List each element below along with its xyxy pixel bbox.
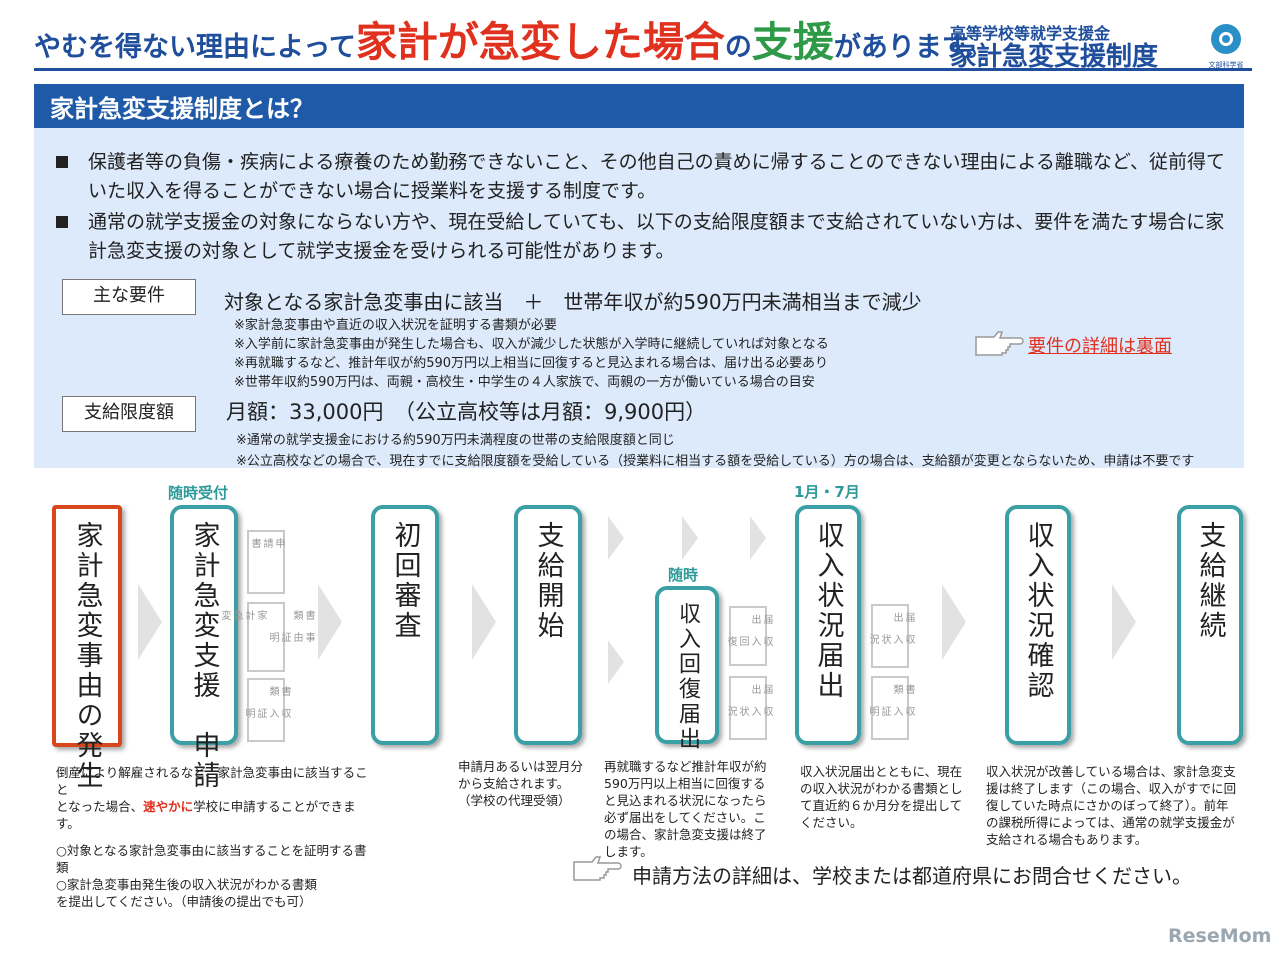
bullet-item: 通常の就学支援金の対象にならない方や、現在受給していても、以下の支給限度額まで支… [56,208,1236,266]
document-income-proof: 書 収 類 入 証 明 [243,678,290,742]
document-label: 書 収 類 入 証 明 [243,686,290,719]
ministry-emblem-icon [1211,24,1241,54]
step-recovery-report: 収入回復届出 [655,586,719,752]
description-income-check: 収入状況が改善している場合は、家計急変支援は終了します（この場合、収入がすでに回… [986,764,1237,847]
details-link[interactable]: 要件の詳細は裏面 [1028,336,1172,357]
description-income-report: 収入状況届出とともに、現在の収入状況がわかる書類として直近約６か月分を提出してく… [800,764,963,830]
document-income-proof: 書 収 類 入 証 明 [867,676,914,740]
step-label: 収入状況届出 [812,521,844,701]
document-recovery-report: 届 収 出 入 回 復 [725,606,772,666]
requirements-label: 主な要件 [62,279,196,315]
headline-part1: やむを得ない理由によって [34,32,356,63]
document-label: 届 収 出 入 状 況 [867,612,914,645]
headline-mid: の [724,32,752,63]
logo-label: 文部科学省 [1208,61,1244,69]
step-label: 収入回復届出 [675,602,700,752]
limit-note: ※公立高校などの場合で、現在すでに支給限度額を受給している（授業料に相当する額を… [236,454,1195,469]
description-line: となった場合、速やかに学校に申請することができます。 [56,798,376,832]
document-application-form: 申 請 書 [247,530,285,594]
main-headline: やむを得ない理由によって家計が急変した場合の支援があります。 [34,20,993,70]
description-line: ○家計急変事由発生後の収入状況がわかる書類 [56,877,317,892]
info-panel [34,128,1244,468]
flow-arrow-icon [608,516,624,560]
headline-green: 支援 [751,18,834,66]
requirements-main: 対象となる家計急変事由に該当 ＋ 世帯年収が約590万円未満相当まで減少 [224,290,922,314]
flow-arrow-icon [608,640,624,684]
description-incident: 倒産により解雇されるなど、家計急変事由に該当すること となった場合、速やかに学校… [56,764,376,910]
flow-arrow-icon [472,584,496,660]
bullet-text: 通常の就学支援金の対象にならない方や、現在受給していても、以下の支給限度額まで支… [88,211,1225,262]
step-application: 家計急変支援 申請 [170,505,238,791]
headline-end: があります。 [833,32,994,63]
pointing-hand-icon [573,856,622,881]
bullet-text: 保護者等の負傷・疾病による療養のため勤務できないこと、その他自己の責めに帰するこ… [88,151,1225,202]
pointing-hand-icon [975,331,1024,356]
requirements-note: ※再就職するなど、推計年収が約590万円以上相当に回復すると見込まれる場合は、届… [234,356,829,371]
requirements-note: ※世帯年収約590万円は、両親・高校生・中学生の４人家族で、両親の一方が働いてい… [234,375,815,390]
step-income-check: 収入状況確認 [1005,505,1071,745]
step-label: 家計急変事由の発生 [71,521,103,791]
headline-red: 家計が急変した場合 [355,18,725,66]
limit-main: 月額：33,000円 （公立高校等は月額：9,900円） [226,400,707,424]
step-label: 支給継続 [1194,521,1226,641]
description-payment-start: 申請月あるいは翌月分から支給されます。（学校の代理受領） [458,759,584,808]
flow-arrow-icon [682,516,698,560]
contact-note: 申請方法の詳細は、学校または都道府県にお問合せください。 [632,864,1192,888]
document-label: 届 収 出 入 回 復 [725,614,772,647]
step-label: 支給開始 [532,521,564,641]
section-heading: 家計急変支援制度とは？ [50,95,314,123]
description-line: 倒産により解雇されるなど、家計急変事由に該当すること [56,765,368,797]
requirements-note: ※入学前に家計急変事由が発生した場合も、収入が減少した状態が入学時に継続していれ… [234,337,829,352]
limit-label: 支給限度額 [62,396,196,432]
description-line: を提出してください。（申請後の提出でも可） [56,894,312,909]
flow-arrow-icon [1112,584,1136,660]
step-label: 収入状況確認 [1022,521,1054,701]
step-label: 家計急変支援 申請 [188,521,220,791]
description-text: となった場合、 [56,799,144,814]
step-payment-start: 支給開始 [514,505,582,745]
bullet-square-icon [56,156,68,168]
tag-months: 1月・7月 [794,483,860,501]
flow-arrow-icon [318,584,342,660]
tag-anytime: 随時 [668,566,699,584]
step-income-report: 収入状況届出 [795,505,861,745]
step-initial-review: 初回審査 [371,505,439,745]
bullet-square-icon [56,216,68,228]
program-name: 家計急変支援制度 [950,42,1159,72]
document-status-report: 届 収 出 入 状 況 [725,676,772,740]
description-text: 学校に申請することができます。 [56,799,356,831]
header-divider [34,68,1252,71]
step-incident: 家計急変事由の発生 [52,505,122,791]
document-incident-proof: 書 事 類 由 証 明 家 計 急 変 [219,602,314,672]
description-highlight: 速やかに [143,799,194,814]
step-payment-continue: 支給継続 [1177,505,1243,745]
section-heading-bar: 家計急変支援制度とは？ [34,84,1244,128]
flow-arrow-icon [942,584,966,660]
description-recovery: 再就職するなど推計年収が約590万円以上相当に回復すると見込まれる状況になったら… [604,759,767,859]
document-label: 書 収 類 入 証 明 [867,684,914,717]
brand-watermark: ReseMom [1168,925,1272,947]
document-label: 申 請 書 [249,538,284,549]
tag-anytime-accept: 随時受付 [168,484,229,502]
bullet-item: 保護者等の負傷・疾病による療養のため勤務できないこと、その他自己の責めに帰するこ… [56,148,1236,206]
description-line: ○対象となる家計急変事由に該当することを証明する書類 [56,843,367,875]
flow-arrow-icon [750,516,766,560]
program-subtitle: 高等学校等就学支援金 [950,24,1111,43]
ministry-logo: 文部科学省 [1206,22,1246,74]
document-status-report: 届 収 出 入 状 況 [867,604,914,668]
requirements-note: ※家計急変事由や直近の収入状況を証明する書類が必要 [234,318,557,333]
document-label: 届 収 出 入 状 況 [725,684,772,717]
document-label: 書 事 類 由 証 明 家 計 急 変 [219,610,314,643]
step-label: 初回審査 [389,521,421,641]
flow-arrow-icon [138,584,162,660]
limit-note: ※通常の就学支援金における約590万円未満程度の世帯の支給限度額と同じ [236,433,675,448]
